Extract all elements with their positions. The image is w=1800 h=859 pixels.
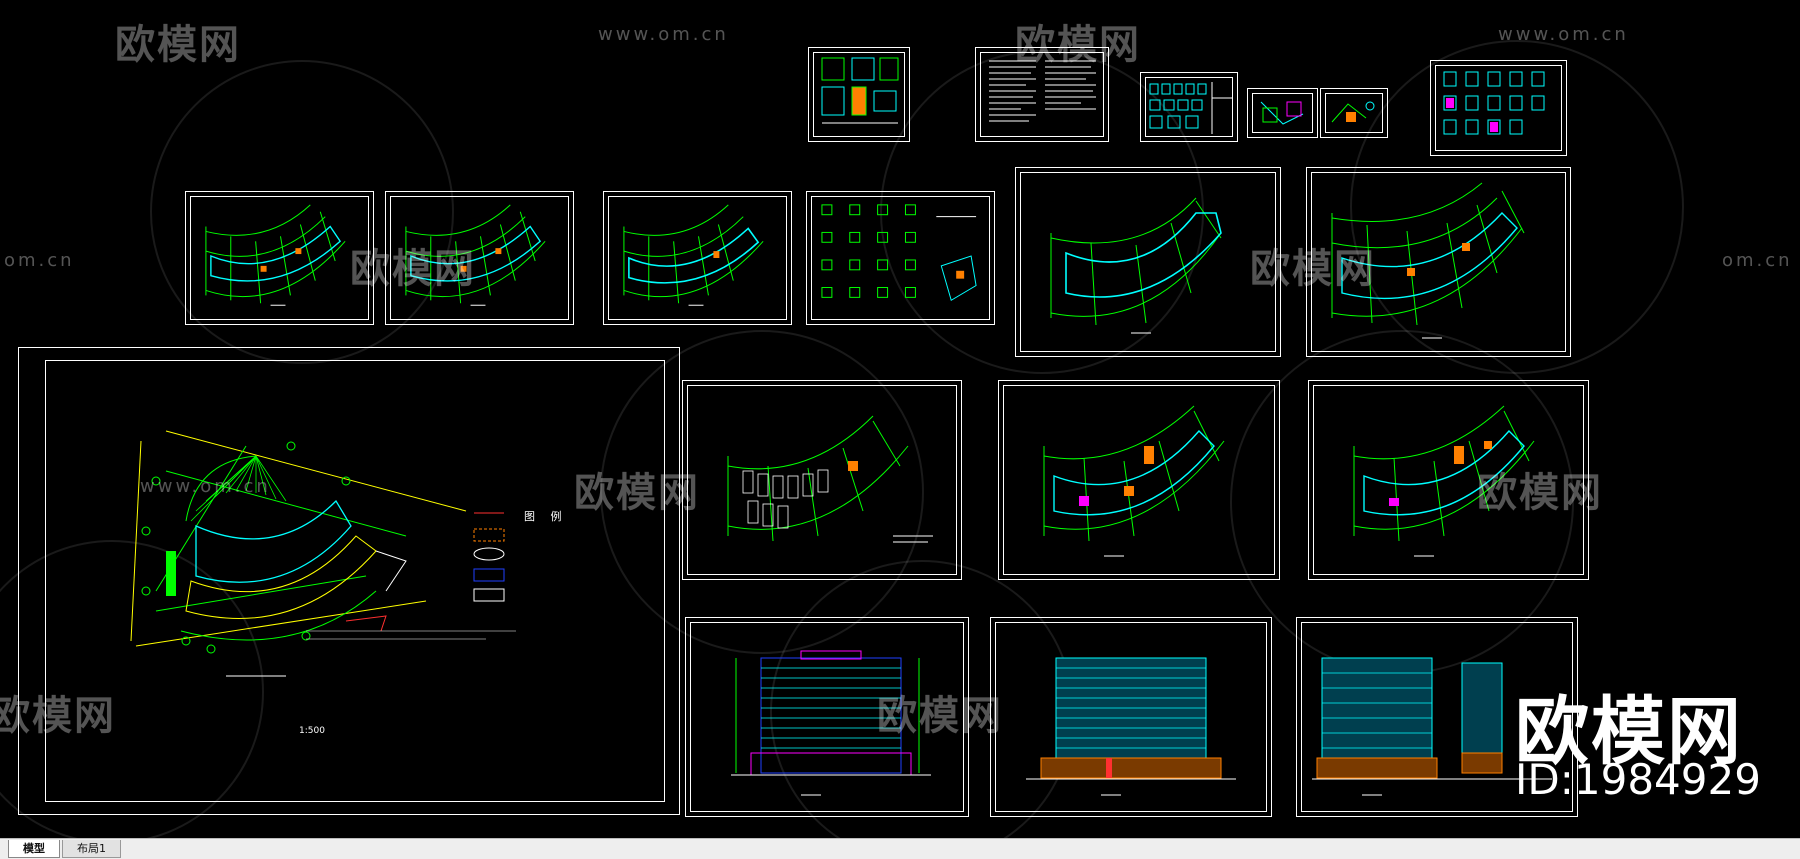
sheet-inner-frame: [1003, 385, 1275, 575]
watermark-url: om.cn: [1722, 250, 1793, 271]
sheet-node-detail[interactable]: [1320, 88, 1388, 138]
sheet-roof-plan[interactable]: [1015, 167, 1281, 357]
watermark-logo: 欧模网: [1250, 246, 1376, 292]
legend-title: 图 例: [524, 510, 568, 523]
sheet-inner-frame: [1325, 93, 1383, 133]
sheet-column-details[interactable]: [806, 191, 995, 325]
sheet-inner-frame: [1301, 622, 1573, 812]
tab-layout-1[interactable]: 布局1: [62, 840, 121, 858]
watermark-logo: 欧模网: [1015, 22, 1141, 68]
site-plan-scale: 1:500: [299, 726, 325, 736]
watermark-logo: 欧模网: [350, 246, 476, 292]
sheet-second-floor-plan[interactable]: [1308, 380, 1589, 580]
site-plan-drawing: [130, 430, 516, 677]
sheet-basement-plan[interactable]: [682, 380, 962, 580]
sheet-door-window-table[interactable]: [1140, 72, 1238, 142]
watermark-url: www.om.cn: [598, 24, 729, 45]
sheet-inner-frame: [980, 52, 1104, 137]
building-elevation: [731, 650, 931, 796]
curved-floor-plan: [205, 204, 346, 306]
watermark-url: www.om.cn: [1498, 24, 1629, 45]
building-elevation: [1026, 657, 1236, 796]
door-window-schedule: [1149, 82, 1232, 134]
curved-floor-plan: [1043, 405, 1225, 557]
sheet-general-notes[interactable]: [975, 47, 1109, 142]
detail-drawings: [1443, 71, 1545, 135]
column-detail-grid: [821, 204, 977, 302]
curved-floor-plan: [1353, 405, 1535, 557]
sheet-inner-frame: [1311, 172, 1566, 352]
sheet-floor-plan-1[interactable]: [185, 191, 374, 325]
watermark-logo: 欧模网: [877, 693, 1003, 739]
tab-model[interactable]: 模型: [8, 840, 60, 858]
sheet-inner-frame: [1435, 65, 1562, 151]
sheet-elevation-1[interactable]: [685, 617, 969, 817]
building-elevation: [1312, 657, 1552, 796]
watermark-ring: [150, 60, 454, 364]
node-detail: [1331, 101, 1375, 123]
watermark-logo: 欧模网: [115, 22, 241, 68]
curved-floor-plan: [1331, 182, 1525, 339]
stair-detail: [1260, 101, 1304, 125]
sheet-inner-frame: [687, 385, 957, 575]
sheet-inner-frame: [813, 52, 905, 137]
sheet-inner-frame: [1313, 385, 1584, 575]
sheet-elevation-3[interactable]: [1296, 617, 1578, 817]
sheet-floor-plan-2[interactable]: [385, 191, 574, 325]
brand-logo: 欧模网: [1515, 689, 1743, 775]
drawing-canvas[interactable]: 图 例 1:500: [0, 0, 1800, 838]
sheet-stair-detail[interactable]: [1247, 88, 1318, 138]
sheet-inner-frame: [45, 360, 665, 802]
sheet-inner-frame: [190, 196, 369, 320]
watermark-ring: [1350, 40, 1684, 374]
watermark-url: www.om.cn: [140, 476, 271, 497]
curved-roof-plan: [1050, 197, 1222, 334]
sheet-inner-frame: [1145, 77, 1233, 137]
sheet-inner-frame: [1252, 93, 1313, 133]
sheet-inner-frame: [608, 196, 787, 320]
sheet-details-2[interactable]: [1430, 60, 1567, 156]
sheet-elevation-2[interactable]: [990, 617, 1272, 817]
watermark-logo: 欧模网: [1477, 470, 1603, 516]
sheet-inner-frame: [690, 622, 964, 812]
watermark-logo: 欧模网: [574, 470, 700, 516]
sheet-site-plan[interactable]: 图 例 1:500: [18, 347, 680, 815]
curved-floor-plan: [405, 204, 546, 306]
watermark-logo: 欧模网: [0, 693, 116, 739]
sheet-inner-frame: [811, 196, 990, 320]
watermark-ring: [0, 540, 264, 838]
sheet-inner-frame: [390, 196, 569, 320]
brand-id: ID:1984929: [1515, 755, 1761, 804]
sheet-inner-frame: [1020, 172, 1276, 352]
sheet-details-1[interactable]: [808, 47, 910, 142]
watermark-ring: [600, 330, 924, 654]
sheet-inner-frame: [995, 622, 1267, 812]
curved-floor-plan: [727, 415, 933, 543]
watermark-url: om.cn: [4, 250, 75, 271]
curved-floor-plan: [623, 204, 764, 306]
detail-drawings: [821, 57, 899, 124]
notes-text-block: [989, 60, 1096, 122]
sheet-floor-plan-4[interactable]: [1306, 167, 1571, 357]
sheet-ground-floor-plan[interactable]: [998, 380, 1280, 580]
layout-tab-bar: 模型 布局1: [0, 838, 1800, 859]
sheet-floor-plan-3[interactable]: [603, 191, 792, 325]
